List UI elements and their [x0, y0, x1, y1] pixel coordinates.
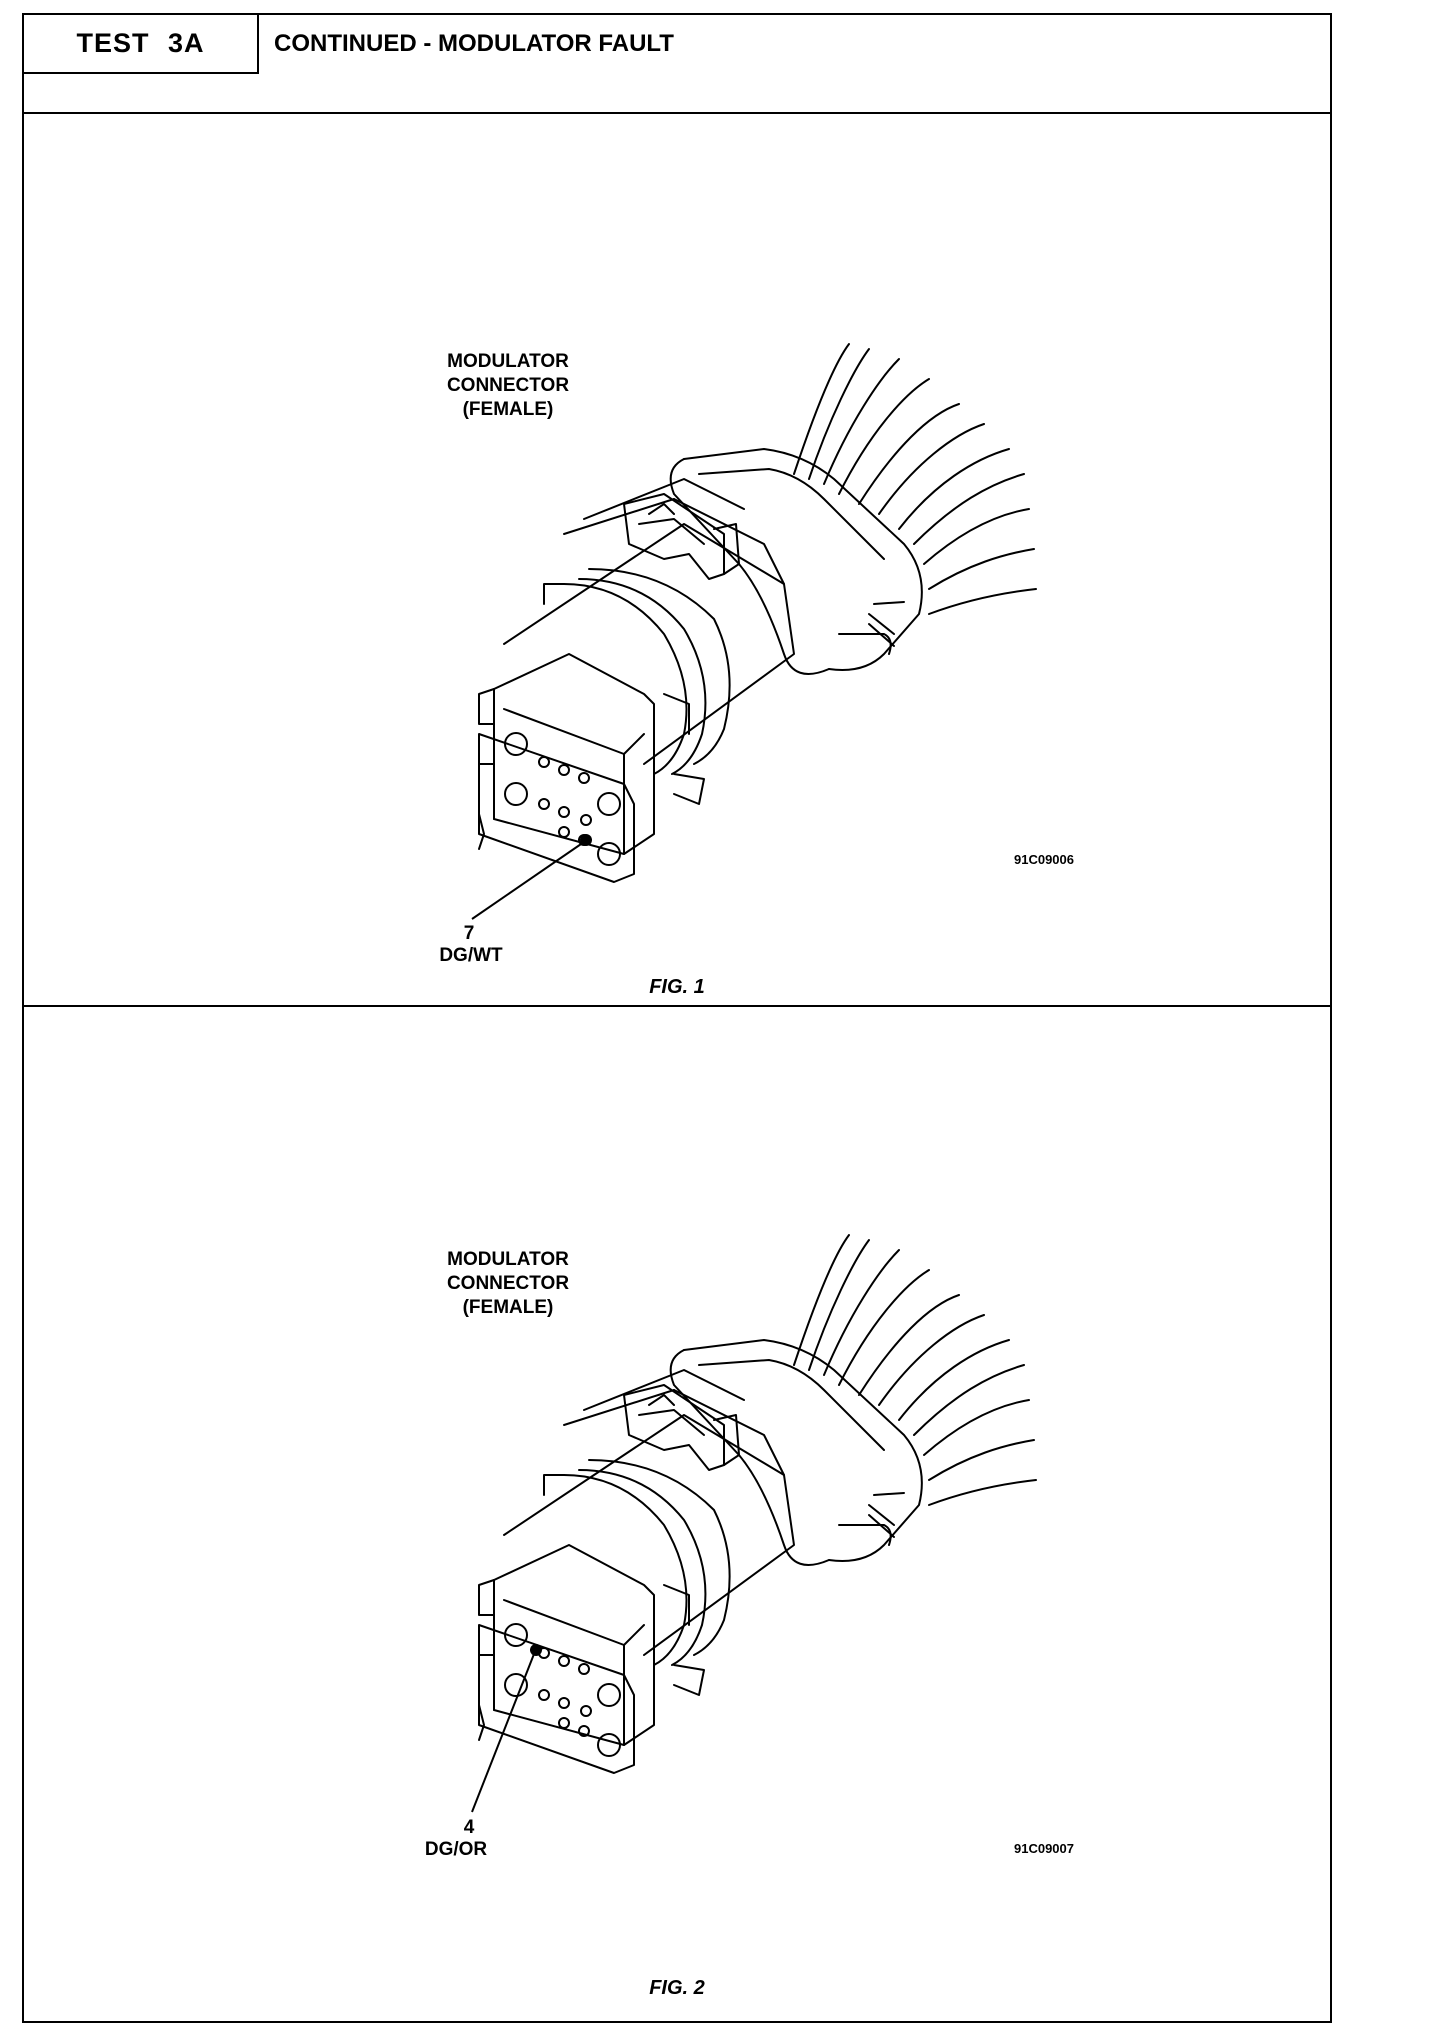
- connector-drawing: [478, 343, 1037, 883]
- connector-label-line1: MODULATOR: [447, 1249, 569, 1270]
- figure-panel-1: MODULATOR CONNECTOR (FEMALE) 7 DG/WT 91C…: [24, 114, 1330, 1007]
- page-frame: TEST 3A CONTINUED - MODULATOR FAULT: [22, 13, 1332, 2023]
- image-code: 91C09006: [1014, 852, 1074, 867]
- connector-label-line2: CONNECTOR: [447, 1273, 569, 1294]
- wire-color: DG/OR: [425, 1839, 488, 1860]
- test-number: 3A: [168, 28, 205, 58]
- figure-caption: FIG. 1: [649, 976, 705, 998]
- pin-leader-line: [471, 1653, 535, 1813]
- highlighted-pin: [530, 1644, 542, 1656]
- test-id-box: TEST 3A: [24, 15, 259, 74]
- pin-number: 7: [464, 923, 475, 944]
- connector-label-line2: CONNECTOR: [447, 375, 569, 396]
- page-title: CONTINUED - MODULATOR FAULT: [274, 30, 674, 57]
- connector-label-line3: (FEMALE): [463, 399, 554, 420]
- test-label: TEST: [76, 28, 150, 58]
- connector-label-line1: MODULATOR: [447, 351, 569, 372]
- figure-panel-2: MODULATOR CONNECTOR (FEMALE) 4 DG/OR 91C…: [24, 1007, 1330, 2021]
- wire-color: DG/WT: [439, 945, 503, 966]
- pin-leader-line: [471, 841, 585, 920]
- page-header: TEST 3A CONTINUED - MODULATOR FAULT: [24, 15, 1330, 114]
- connector-label-line3: (FEMALE): [463, 1297, 554, 1318]
- connector-diagram-2: MODULATOR CONNECTOR (FEMALE) 4 DG/OR 91C…: [425, 1234, 1074, 1860]
- image-code: 91C09007: [1014, 1841, 1074, 1856]
- connector-diagram-1: MODULATOR CONNECTOR (FEMALE) 7 DG/WT 91C…: [439, 343, 1074, 966]
- figure-caption: FIG. 2: [649, 1977, 705, 1999]
- connector-drawing: [478, 1234, 1037, 1774]
- pin-number: 4: [464, 1817, 475, 1838]
